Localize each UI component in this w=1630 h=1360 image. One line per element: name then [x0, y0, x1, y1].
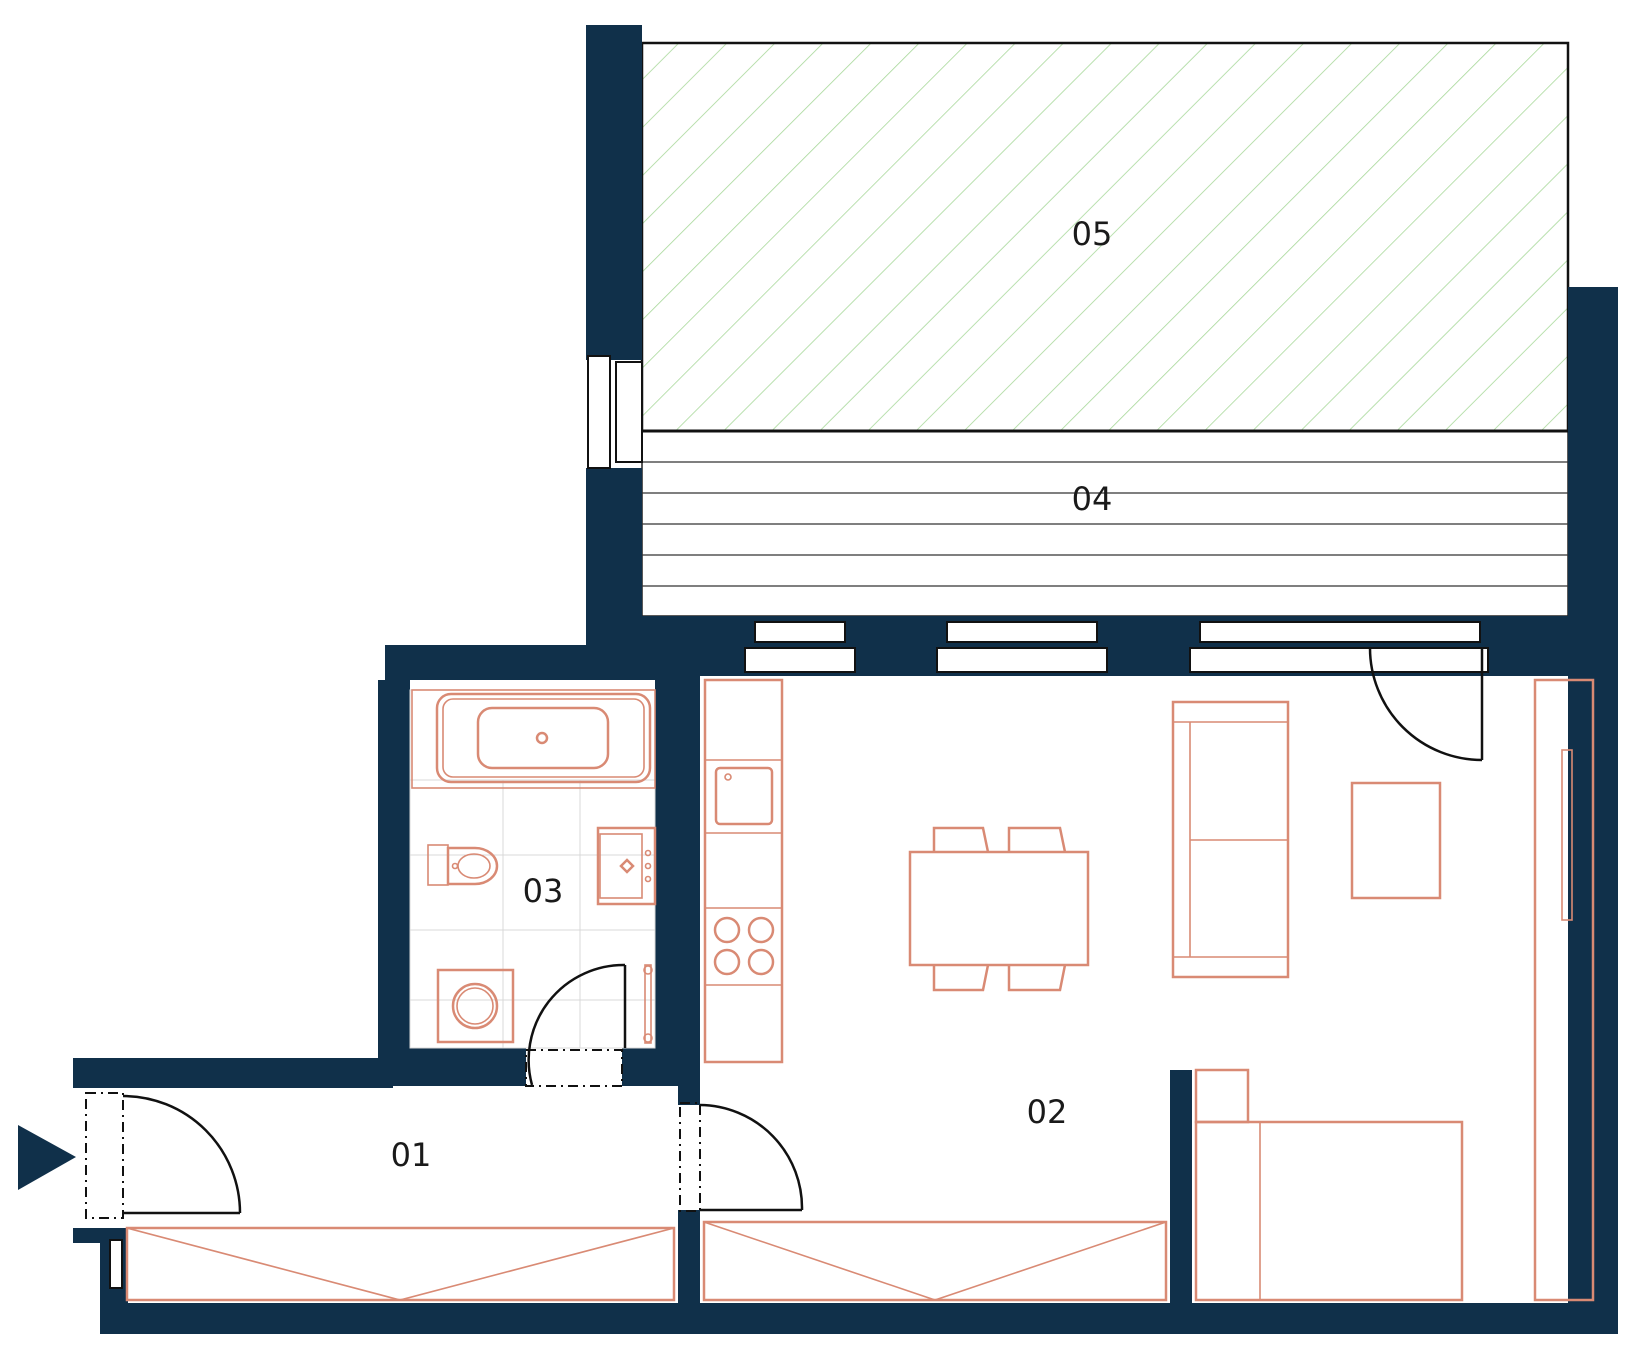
terrace-area: [640, 41, 1570, 433]
window-icon: [744, 621, 856, 673]
room-label-02: 02: [1027, 1093, 1068, 1131]
entrance-arrow-icon: [18, 1125, 76, 1190]
door-swing-icon: [679, 1102, 804, 1212]
room-label-05: 05: [1072, 215, 1113, 253]
washbasin-icon: [596, 826, 657, 906]
room-label-03: 03: [523, 872, 564, 910]
cooktop-icon: [713, 916, 775, 976]
door-swing-icon: [85, 1092, 242, 1219]
room-label-04: 04: [1072, 480, 1113, 518]
kitchen-counter: [703, 678, 784, 1064]
coffee-table-icon: [1350, 781, 1442, 900]
dining-table-icon: [908, 826, 1090, 992]
meter-box: [109, 1239, 123, 1289]
toilet-icon: [427, 844, 499, 886]
door-swing-icon: [1368, 647, 1484, 762]
window-icon: [587, 355, 643, 469]
window-icon: [936, 621, 1108, 673]
door-swing-icon: [525, 963, 627, 1087]
towel-rail-icon: [643, 964, 653, 1044]
bathtub-icon: [411, 689, 656, 789]
bed-icon: [1194, 1068, 1464, 1302]
room-label-01: 01: [391, 1136, 432, 1174]
kitchen-sink-icon: [714, 766, 774, 826]
wardrobe-icon: [702, 1220, 1168, 1302]
wardrobe-icon: [1533, 678, 1595, 1302]
window-icon: [1189, 621, 1489, 673]
washing-machine-icon: [436, 968, 515, 1044]
balcony-area: [641, 429, 1569, 617]
wardrobe-icon: [125, 1226, 676, 1302]
sofa-icon: [1171, 700, 1290, 979]
